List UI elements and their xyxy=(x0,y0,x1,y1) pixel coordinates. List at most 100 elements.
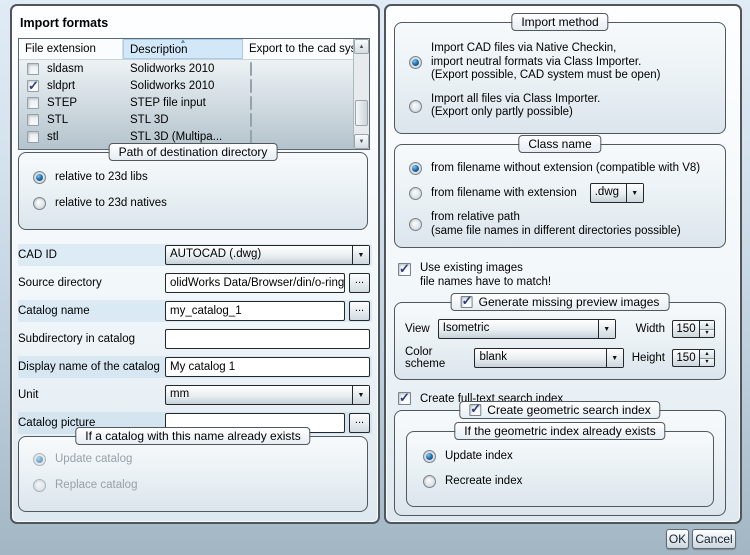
table-row[interactable]: ✓STL STL 3D ✓ xyxy=(19,111,354,128)
table-row[interactable]: ✓STEP STEP file input ✓ xyxy=(19,94,354,111)
source-directory-input[interactable]: olidWorks Data/Browser/din/o-rings xyxy=(165,273,345,293)
radio-relative-path[interactable]: from relative path (same file names in d… xyxy=(409,211,717,238)
catalog-name-browse-button[interactable]: ... xyxy=(349,301,370,321)
catalog-exists-group: If a catalog with this name already exis… xyxy=(18,427,368,512)
source-directory-browse-button[interactable]: ... xyxy=(349,273,370,293)
export-checkbox[interactable]: ✓ xyxy=(250,112,252,127)
preview-images-group: ✓ Generate missing preview images View I… xyxy=(394,293,726,380)
catalog-name-input[interactable]: my_catalog_1 xyxy=(165,301,345,321)
table-scrollbar[interactable]: ▲ ▼ xyxy=(353,39,369,149)
chevron-down-icon[interactable]: ▼ xyxy=(597,320,615,338)
scrollbar-thumb[interactable] xyxy=(355,100,368,127)
spinner-up-icon[interactable]: ▲ xyxy=(700,350,714,359)
radio-icon[interactable] xyxy=(409,218,422,232)
radio-icon[interactable] xyxy=(423,450,436,464)
chevron-down-icon[interactable]: ▼ xyxy=(625,184,643,203)
width-stepper[interactable]: 150 ▲▼ xyxy=(672,320,715,338)
color-scheme-row: Color scheme blank ▼ Height 150 ▲▼ xyxy=(405,346,715,370)
spinner-down-icon[interactable]: ▼ xyxy=(700,329,714,337)
spinner-up-icon[interactable]: ▲ xyxy=(700,321,714,330)
catalog-name-row: Catalog name my_catalog_1 ... xyxy=(18,300,372,322)
radio-recreate-index[interactable]: Recreate index xyxy=(423,475,703,489)
extension-select[interactable]: .dwg ▼ xyxy=(589,183,644,204)
scroll-up-icon[interactable]: ▲ xyxy=(354,39,369,54)
radio-icon[interactable] xyxy=(33,196,46,210)
scrollbar-track[interactable] xyxy=(354,54,369,134)
radio-icon[interactable] xyxy=(409,186,422,200)
height-label: Height xyxy=(631,352,665,364)
column-header-description[interactable]: ▲ Description xyxy=(123,39,243,59)
radio-icon xyxy=(33,478,46,492)
subdirectory-input[interactable] xyxy=(165,329,370,349)
cancel-button[interactable]: Cancel xyxy=(692,529,736,549)
table-header: File extension ▲ Description Export to t… xyxy=(19,39,354,60)
cad-id-row: CAD ID AUTOCAD (.dwg) ▼ xyxy=(18,244,372,266)
geometric-index-checkbox[interactable]: ✓ xyxy=(469,401,482,416)
cad-id-select[interactable]: AUTOCAD (.dwg) ▼ xyxy=(165,245,370,265)
scroll-down-icon[interactable]: ▼ xyxy=(354,134,369,149)
chevron-down-icon[interactable]: ▼ xyxy=(605,349,623,367)
class-name-group: Class name from filename without extensi… xyxy=(394,135,726,248)
use-existing-images-option[interactable]: ✓ Use existing images file names have to… xyxy=(398,261,552,288)
unit-row: Unit mm ▼ xyxy=(18,384,372,406)
color-scheme-select[interactable]: blank ▼ xyxy=(474,348,624,368)
view-row: View Isometric ▼ Width 150 ▲▼ xyxy=(405,319,715,339)
subdirectory-label: Subdirectory in catalog xyxy=(18,333,135,345)
radio-icon[interactable] xyxy=(409,56,422,69)
radio-icon[interactable] xyxy=(409,162,422,175)
chevron-down-icon[interactable]: ▼ xyxy=(352,246,369,264)
catalog-picture-browse-button[interactable]: ... xyxy=(349,413,370,433)
export-checkbox[interactable]: ✓ xyxy=(250,78,252,93)
unit-select[interactable]: mm ▼ xyxy=(165,385,370,405)
subdirectory-row: Subdirectory in catalog xyxy=(18,328,372,350)
radio-icon[interactable] xyxy=(33,171,46,185)
format-enabled-checkbox[interactable]: ✓ xyxy=(27,130,39,143)
radio-filename-without-extension[interactable]: from filename without extension (compati… xyxy=(409,162,717,176)
radio-class-importer[interactable]: Import all files via Class Importer. (Ex… xyxy=(409,93,717,120)
height-stepper[interactable]: 150 ▲▼ xyxy=(672,349,715,367)
catalog-picture-label: Catalog picture xyxy=(18,417,96,429)
generate-preview-checkbox[interactable]: ✓ xyxy=(460,293,473,308)
view-label: View xyxy=(405,323,430,335)
path-destination-group: Path of destination directory relative t… xyxy=(18,143,368,230)
color-scheme-label: Color scheme xyxy=(405,346,446,370)
format-enabled-checkbox[interactable]: ✓ xyxy=(27,77,39,93)
table-row[interactable]: ✓stl STL 3D (Multipa... ✓ xyxy=(19,128,354,145)
radio-relative-23d-natives[interactable]: relative to 23d natives xyxy=(33,197,355,211)
format-enabled-checkbox[interactable]: ✓ xyxy=(27,62,39,75)
radio-native-checkin[interactable]: Import CAD files via Native Checkin, imp… xyxy=(409,42,717,83)
format-enabled-checkbox[interactable]: ✓ xyxy=(27,96,39,109)
radio-icon[interactable] xyxy=(409,99,422,113)
import-options-panel: Import method Import CAD files via Nativ… xyxy=(384,4,742,524)
display-name-input[interactable]: My catalog 1 xyxy=(165,357,370,377)
unit-label: Unit xyxy=(18,389,39,401)
sort-ascending-icon: ▲ xyxy=(179,39,187,45)
table-row[interactable]: ✓sldprt Solidworks 2010 ✓ xyxy=(19,77,354,94)
table-row[interactable]: ✓sldasm Solidworks 2010 ✓ xyxy=(19,60,354,77)
path-group-title: Path of destination directory xyxy=(108,143,278,161)
format-enabled-checkbox[interactable]: ✓ xyxy=(27,113,39,126)
radio-icon[interactable] xyxy=(423,474,436,488)
radio-update-index[interactable]: Update index xyxy=(423,450,703,464)
ok-button[interactable]: OK xyxy=(666,529,689,549)
preview-group-title: ✓ Generate missing preview images xyxy=(450,293,670,311)
export-checkbox[interactable]: ✓ xyxy=(250,95,252,110)
export-checkbox[interactable]: ✓ xyxy=(250,129,252,144)
radio-icon xyxy=(33,453,46,467)
view-select[interactable]: Isometric ▼ xyxy=(437,319,616,339)
radio-update-catalog: Update catalog xyxy=(33,453,355,467)
column-header-export[interactable]: Export to the cad system xyxy=(249,43,354,55)
import-method-group-title: Import method xyxy=(511,13,609,31)
use-existing-images-checkbox[interactable]: ✓ xyxy=(398,261,411,276)
width-label: Width xyxy=(635,323,665,335)
export-checkbox[interactable]: ✓ xyxy=(250,61,252,76)
catalog-name-label: Catalog name xyxy=(18,305,90,317)
geometric-exists-group-title: If the geometric index already exists xyxy=(454,422,666,440)
radio-filename-with-extension[interactable]: from filename with extension .dwg ▼ xyxy=(409,183,717,204)
column-header-file-extension[interactable]: File extension xyxy=(19,39,123,59)
geometric-exists-group: If the geometric index already exists Up… xyxy=(406,422,714,507)
spinner-down-icon[interactable]: ▼ xyxy=(700,358,714,366)
fulltext-index-checkbox[interactable]: ✓ xyxy=(398,390,411,405)
chevron-down-icon[interactable]: ▼ xyxy=(352,386,369,404)
radio-relative-23d-libs[interactable]: relative to 23d libs xyxy=(33,171,355,185)
